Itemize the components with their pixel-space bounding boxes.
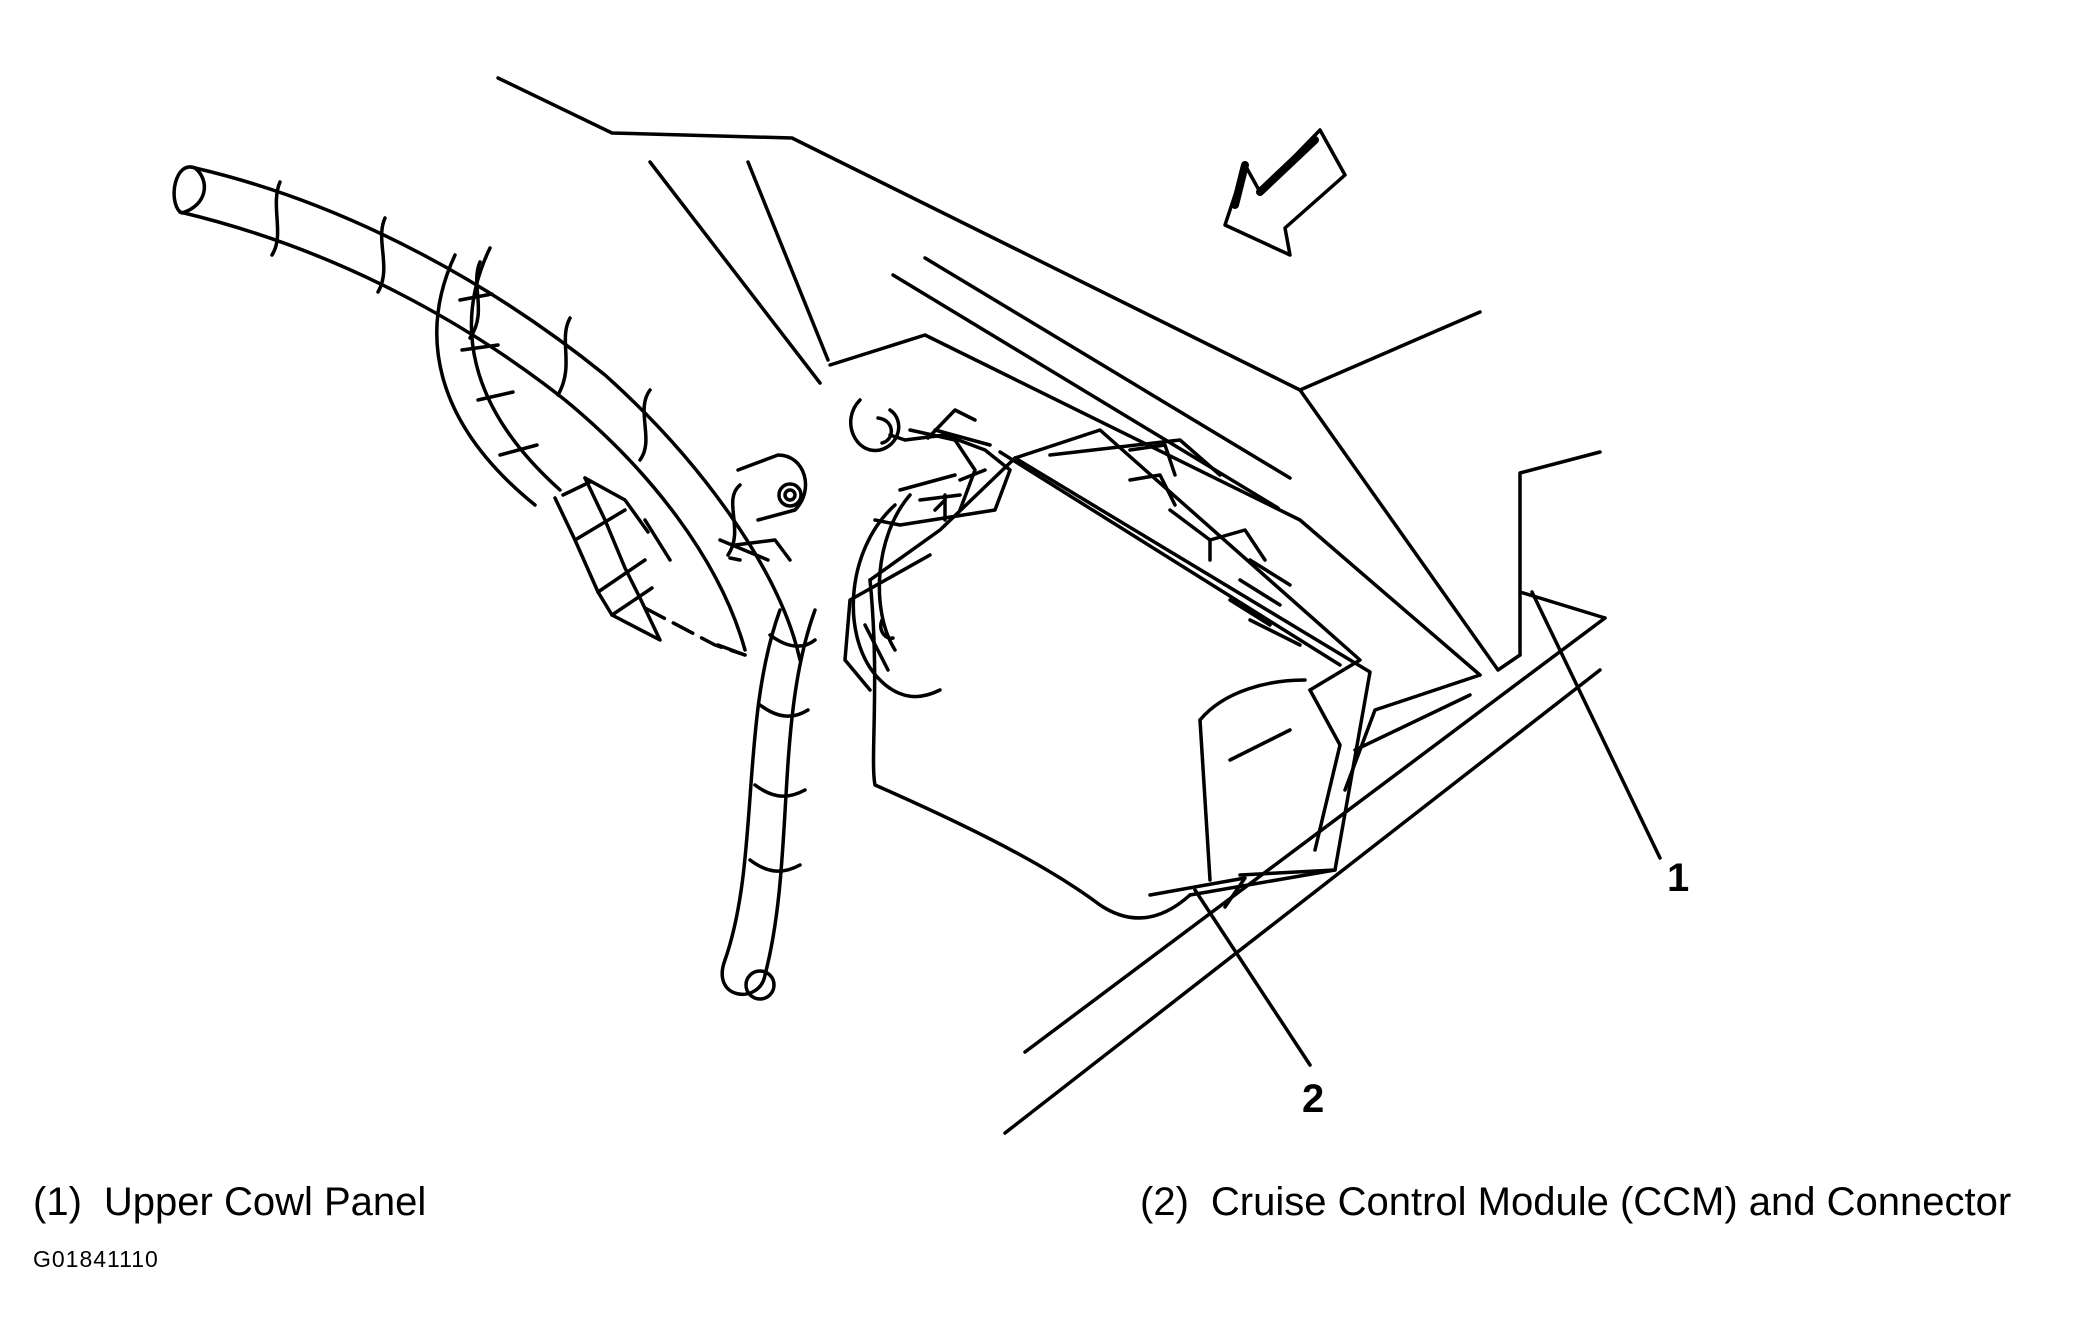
harness-connector xyxy=(553,476,770,657)
wiring-harness xyxy=(172,165,817,1001)
leader-line-1 xyxy=(1530,590,1662,860)
view-direction-arrow-icon xyxy=(1223,128,1347,257)
leader-line-2 xyxy=(1193,888,1312,1067)
figure-id: G01841110 xyxy=(33,1246,159,1272)
cruise-control-module xyxy=(843,428,1372,920)
legend-number: (2) xyxy=(1140,1180,1189,1224)
legend-item-upper-cowl-panel: (1) Upper Cowl Panel xyxy=(33,1178,426,1226)
legend-text: Upper Cowl Panel xyxy=(103,1180,427,1224)
mounting-bracket xyxy=(733,453,808,562)
legend-number: (1) xyxy=(33,1180,82,1224)
legend-item-cruise-control-module: (2) Cruise Control Module (CCM) and Conne… xyxy=(1140,1178,2011,1226)
callout-1: 1 xyxy=(1667,856,1689,900)
callout-2: 2 xyxy=(1302,1077,1324,1121)
legend-text: Cruise Control Module (CCM) and Connecto… xyxy=(1210,1180,2012,1224)
ccm-connector xyxy=(849,398,1012,527)
upper-cowl-panel xyxy=(496,76,1607,1135)
